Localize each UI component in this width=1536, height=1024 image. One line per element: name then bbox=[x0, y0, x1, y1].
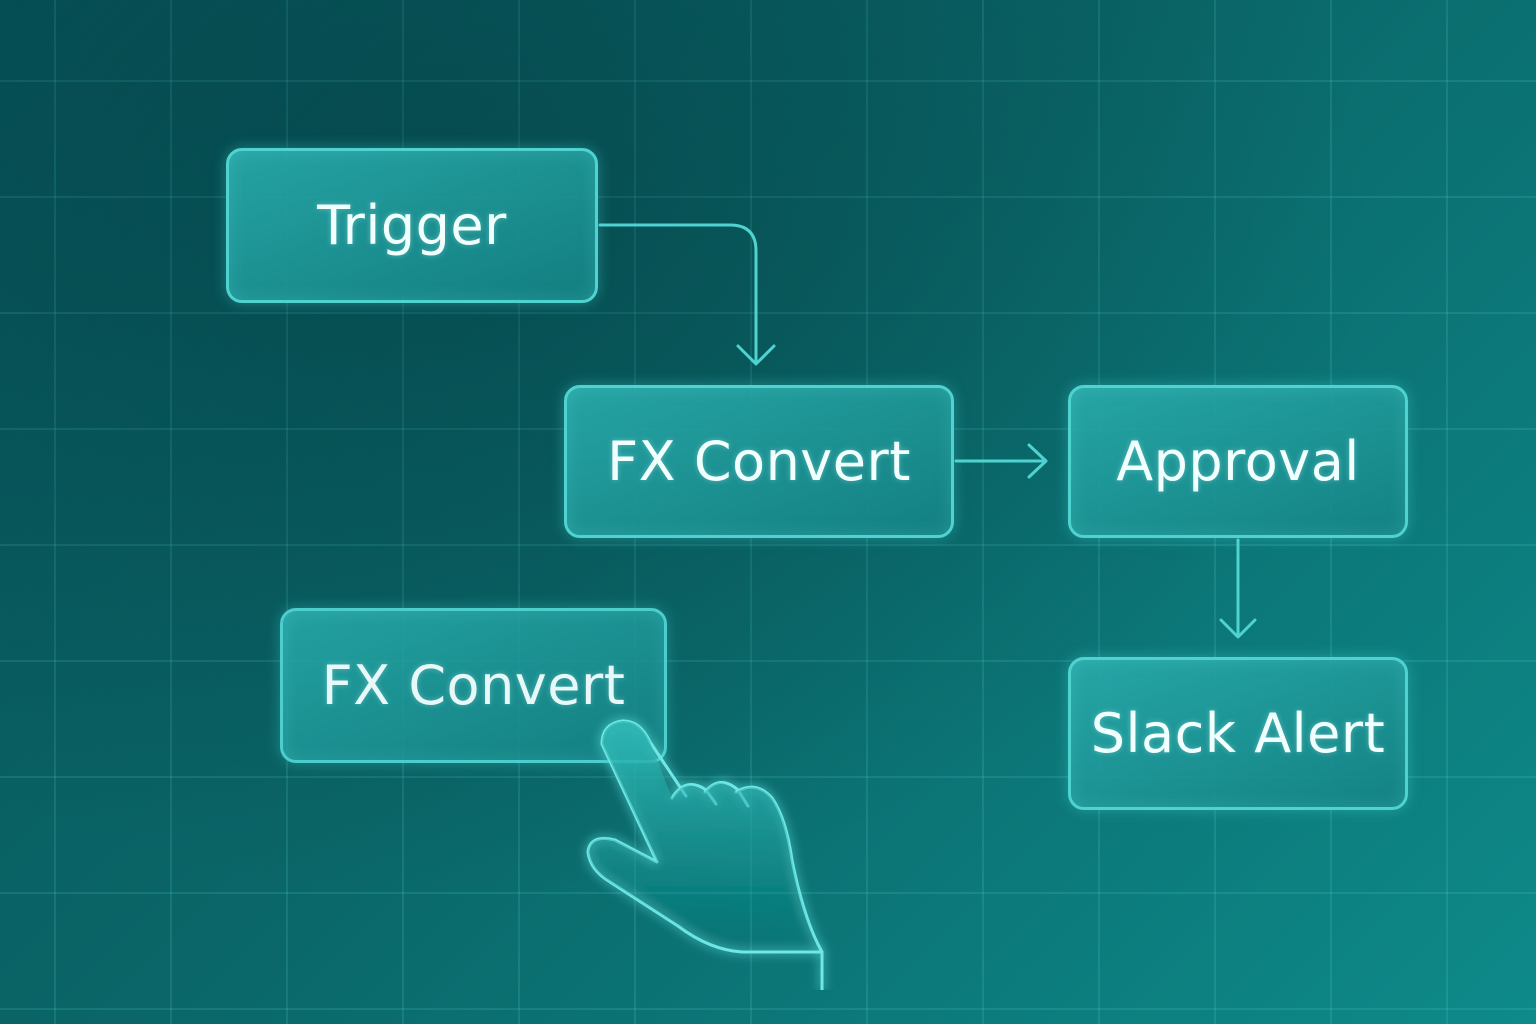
pointing-hand-icon bbox=[586, 719, 824, 990]
arrowhead-fx-convert-to-approval bbox=[1027, 443, 1048, 479]
node-approval-label: Approval bbox=[1116, 430, 1360, 493]
dragging-node-label: FX Convert bbox=[321, 654, 626, 717]
connector-trigger-to-fx-convert bbox=[598, 223, 758, 364]
node-fx-convert-label: FX Convert bbox=[607, 430, 911, 493]
node-slack-alert-label: Slack Alert bbox=[1090, 702, 1386, 765]
arrowhead-approval-to-slack-alert bbox=[1219, 618, 1257, 639]
arrowhead-trigger-to-fx-convert bbox=[736, 344, 776, 366]
node-trigger-label: Trigger bbox=[317, 194, 507, 257]
node-trigger[interactable]: Trigger bbox=[226, 148, 598, 303]
node-fx-convert[interactable]: FX Convert bbox=[564, 385, 954, 538]
node-approval[interactable]: Approval bbox=[1068, 385, 1408, 538]
node-slack-alert[interactable]: Slack Alert bbox=[1068, 657, 1408, 810]
